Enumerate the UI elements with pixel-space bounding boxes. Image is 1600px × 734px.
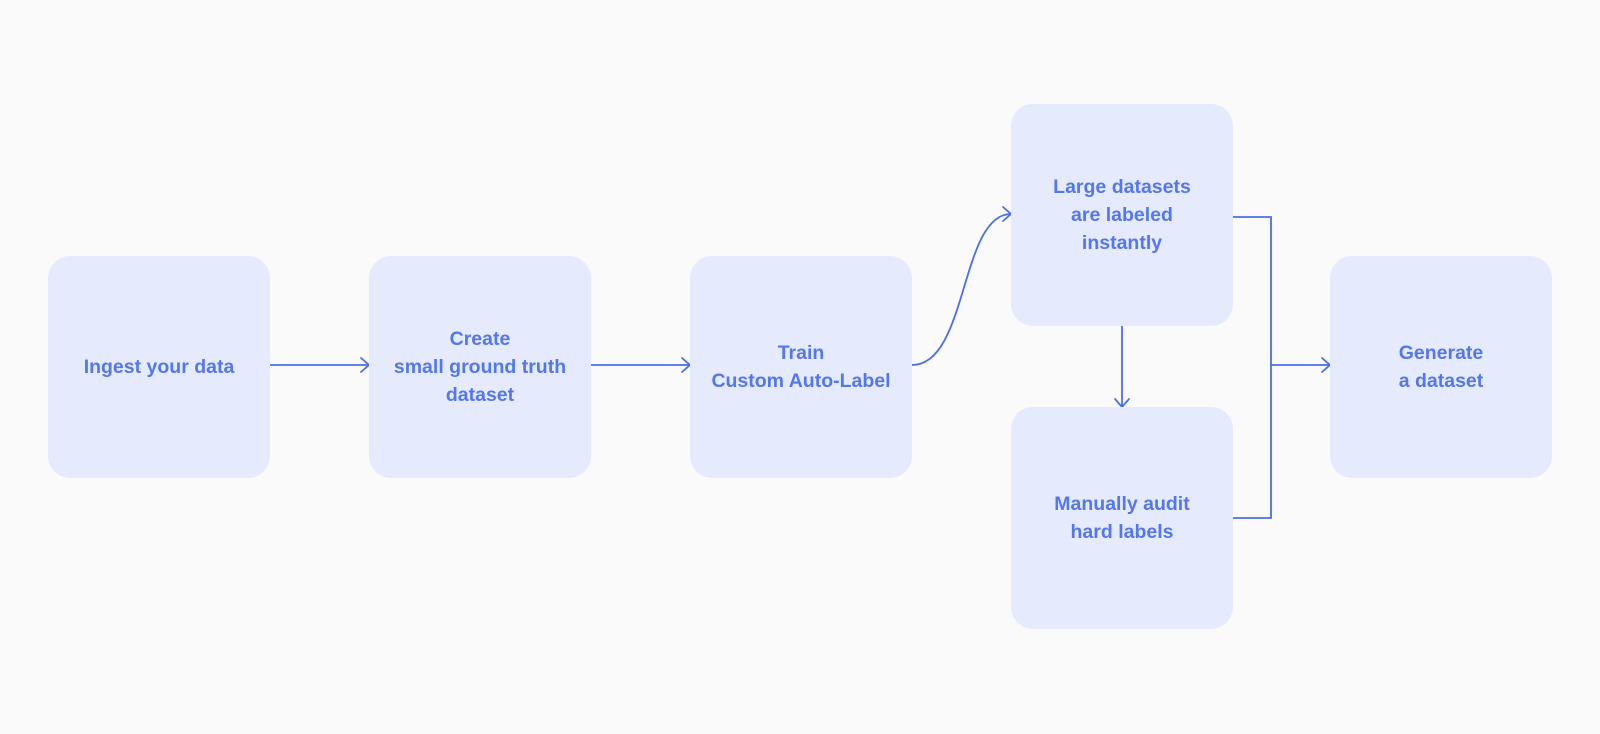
step-label: Train Custom Auto-Label bbox=[711, 342, 891, 392]
step-label: Ingest your data bbox=[83, 356, 235, 378]
step-label: Large datasets are labeled instantly bbox=[1053, 176, 1191, 254]
step-large-datasets-labeled: Large datasets are labeled instantly bbox=[1011, 104, 1233, 326]
step-create-ground-truth: Create small ground truth dataset bbox=[369, 256, 591, 478]
step-label: Generate a dataset bbox=[1398, 342, 1484, 392]
arrow-train-to-labeled bbox=[911, 213, 1012, 366]
arrowhead-audit bbox=[1114, 398, 1130, 409]
step-label: Create small ground truth dataset bbox=[393, 328, 567, 406]
step-manual-audit: Manually audit hard labels bbox=[1011, 407, 1233, 629]
step-generate-dataset: Generate a dataset bbox=[1330, 256, 1552, 478]
step-label: Manually audit hard labels bbox=[1054, 493, 1190, 543]
bracket-merge bbox=[1232, 216, 1272, 519]
step-ingest-data: Ingest your data bbox=[48, 256, 270, 478]
arrowhead-ground-truth bbox=[360, 357, 371, 373]
arrowhead-train bbox=[681, 357, 692, 373]
arrowhead-generate bbox=[1321, 357, 1332, 373]
arrowhead-labeled bbox=[1002, 206, 1013, 222]
step-train-auto-label: Train Custom Auto-Label bbox=[690, 256, 912, 478]
